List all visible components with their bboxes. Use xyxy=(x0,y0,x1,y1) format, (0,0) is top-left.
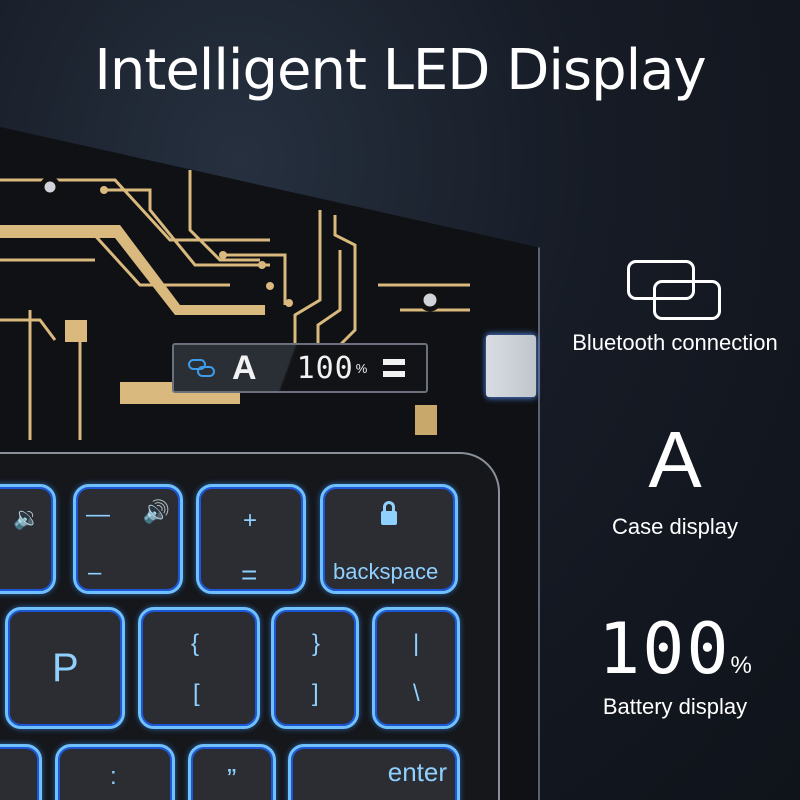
feature-label: Case display xyxy=(612,514,738,539)
volume-low-icon: 🔉 xyxy=(13,505,41,530)
key-top: } xyxy=(312,630,321,657)
feature-label: Battery display xyxy=(602,694,748,719)
key-volume-down[interactable]: 🔉 xyxy=(0,484,56,594)
key-label: backspace xyxy=(333,559,439,584)
key-backslash[interactable]: | \ xyxy=(372,607,460,729)
page-title: Intelligent LED Display xyxy=(94,38,706,103)
lock-icon xyxy=(381,511,397,525)
key-minus[interactable]: — 🔊 – xyxy=(73,484,183,594)
key-equals[interactable]: + = xyxy=(196,484,306,594)
feature-case: A Case display xyxy=(550,420,800,540)
key-p[interactable]: P xyxy=(5,607,125,729)
lock-shackle xyxy=(383,501,395,513)
battery-value: 100 xyxy=(598,608,731,690)
key-semicolon[interactable]: : xyxy=(55,744,175,800)
key-bracket-right[interactable]: } ] xyxy=(271,607,359,729)
key-top: + xyxy=(243,507,258,534)
key-bottom: [ xyxy=(193,680,200,707)
battery-unit: % xyxy=(730,652,752,679)
key-top: { xyxy=(191,630,200,657)
key-enter[interactable]: enter xyxy=(288,744,460,800)
key-top: | xyxy=(413,630,420,657)
battery-readout: 100% xyxy=(550,614,800,684)
key-backspace[interactable]: backspace xyxy=(320,484,458,594)
feature-bluetooth: Bluetooth connection xyxy=(550,258,800,356)
key-bottom: ] xyxy=(312,680,319,707)
key-label: enter xyxy=(387,757,447,787)
led-case-indicator: A xyxy=(232,348,257,387)
link-icon xyxy=(186,356,220,380)
circuit-board xyxy=(0,170,470,440)
key-label: : xyxy=(110,763,117,790)
led-battery-value: 100 xyxy=(296,350,354,386)
led-percent-sign: % xyxy=(355,360,368,376)
key-quote[interactable]: ” xyxy=(188,744,276,800)
key-bottom-left: – xyxy=(88,559,102,586)
link-icon xyxy=(625,258,725,322)
volume-high-icon: 🔊 xyxy=(142,499,170,524)
equals-icon xyxy=(383,359,406,377)
key-bottom: = xyxy=(241,559,258,590)
case-symbol: A xyxy=(648,415,702,504)
led-display-panel: A 100 % xyxy=(172,343,428,393)
key-l[interactable] xyxy=(0,744,42,800)
key-label: ” xyxy=(227,763,237,794)
key-bracket-left[interactable]: { [ xyxy=(138,607,260,729)
key-label: P xyxy=(52,646,79,690)
feature-label: Bluetooth connection xyxy=(572,330,778,355)
key-top-left: — xyxy=(86,501,110,528)
feature-battery: 100% Battery display xyxy=(550,614,800,720)
key-bottom: \ xyxy=(413,680,420,707)
usb-port xyxy=(486,335,536,397)
